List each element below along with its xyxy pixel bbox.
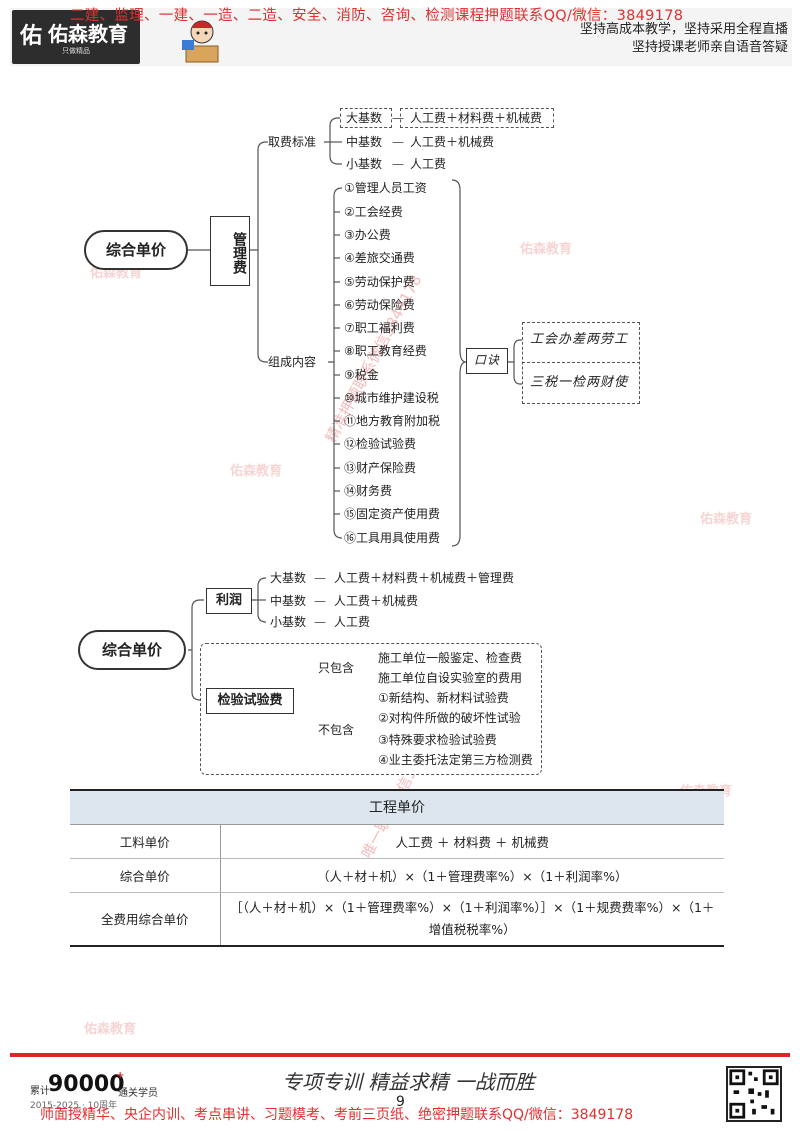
list-item: ④业主委托法定第三方检测费 bbox=[378, 753, 533, 767]
profit-label-small: 小基数 bbox=[270, 615, 307, 629]
brand-logo bbox=[12, 10, 140, 64]
list-item: ⑬财产保险费 bbox=[344, 461, 417, 475]
header-bar bbox=[10, 8, 792, 66]
years-badge: 2015-2025 · 10周年 bbox=[30, 1101, 118, 1111]
table-title: 工程单价 bbox=[70, 789, 724, 825]
dashed-frame bbox=[340, 108, 392, 128]
profit-label-medium: 中基数 bbox=[270, 594, 307, 608]
profit-formula-small: 人工费 bbox=[334, 615, 371, 629]
mnemonic-line-2: 三税一检两财使 bbox=[530, 375, 629, 390]
watermark-logo: 佑森教育 bbox=[520, 242, 573, 257]
watermark-logo: 佑森教育 bbox=[700, 512, 753, 527]
list-item: ⑥劳动保险费 bbox=[344, 298, 415, 312]
mnemonic-frame bbox=[522, 322, 640, 404]
dashed-frame bbox=[400, 108, 554, 128]
profit-formula-large: 人工费＋材料费＋机械费＋管理费 bbox=[334, 571, 515, 585]
profit-label-large: 大基数 bbox=[270, 571, 307, 585]
list-item: ①新结构、新材料试验费 bbox=[378, 691, 509, 705]
standard-label-large: 大基数 bbox=[346, 111, 383, 125]
exclude-label: 不包含 bbox=[318, 723, 355, 737]
list-item: 施工单位自设实验室的费用 bbox=[378, 671, 523, 685]
dash-connector: — bbox=[392, 135, 404, 149]
standard-formula-large: 人工费＋材料费＋机械费 bbox=[410, 111, 543, 125]
row-formula: （人＋材＋机）×（1＋管理费率%）×（1＋利润率%） bbox=[220, 858, 724, 893]
standard-formula-medium: 人工费＋机械费 bbox=[410, 135, 495, 149]
promo-banner-top: 二建、监理、一建、一造、二造、安全、消防、咨询、检测课程押题联系QQ/微信：38… bbox=[70, 8, 684, 24]
profit-node: 利润 bbox=[206, 588, 252, 614]
list-item: ②工会经费 bbox=[344, 205, 403, 219]
count-suffix: + bbox=[116, 1070, 125, 1081]
dash-connector: — bbox=[392, 157, 404, 171]
map2-root: 综合单价 bbox=[78, 630, 186, 670]
list-item: ⑮固定资产使用费 bbox=[344, 507, 441, 521]
count-label: 累计 bbox=[30, 1086, 50, 1097]
list-item: ⑫检验试验费 bbox=[344, 437, 417, 451]
list-item: ④差旅交通费 bbox=[344, 251, 415, 265]
list-item: ②对构件所做的破坏性试验 bbox=[378, 711, 521, 725]
mnemonic-line-1: 工会办差两劳工 bbox=[530, 332, 629, 347]
page-number: 9 bbox=[396, 1094, 405, 1110]
row-formula: 人工费 ＋ 材料费 ＋ 机械费 bbox=[220, 824, 724, 859]
header-slogan-2: 坚持授课老师亲自语音答疑 bbox=[631, 40, 788, 55]
footer-rule bbox=[10, 1053, 790, 1057]
row-formula: ［（人＋材＋机）×（1＋管理费率%）×（1＋利润率%）］×（1＋规费费率%）×（… bbox=[220, 892, 724, 947]
watermark-logo: 佑森教育 bbox=[230, 464, 283, 479]
row-name: 全费用综合单价 bbox=[70, 892, 221, 947]
dash-connector: — bbox=[314, 571, 326, 585]
table-row: 工料单价 人工费 ＋ 材料费 ＋ 机械费 bbox=[70, 824, 724, 859]
content-label: 组成内容 bbox=[268, 355, 317, 369]
list-item: ⑧职工教育经费 bbox=[344, 344, 427, 358]
standard-label-small: 小基数 bbox=[346, 157, 383, 171]
list-item: ⑭财务费 bbox=[344, 484, 393, 498]
list-item: 施工单位一般鉴定、检查费 bbox=[378, 651, 523, 665]
mnemonic-label: 口诀 bbox=[466, 348, 508, 374]
list-item: ①管理人员工资 bbox=[344, 181, 427, 195]
list-item: ⑨税金 bbox=[344, 368, 379, 382]
unit-price-table: 工程单价 工料单价 人工费 ＋ 材料费 ＋ 机械费 综合单价 （人＋材＋机）×（… bbox=[70, 789, 724, 947]
dash-connector: — bbox=[392, 111, 404, 125]
map1-root: 综合单价 bbox=[84, 230, 188, 270]
mascot-icon bbox=[182, 20, 219, 63]
standard-label-medium: 中基数 bbox=[346, 135, 383, 149]
student-count: 90000 bbox=[48, 1072, 125, 1097]
dash-connector: — bbox=[314, 615, 326, 629]
promo-banner-bottom: 师面授精华、央企内训、考点串讲、习题模考、考前三页纸、绝密押题联系QQ/微信：3… bbox=[40, 1107, 634, 1123]
list-item: ③特殊要求检验试验费 bbox=[378, 733, 497, 747]
dash-connector: — bbox=[314, 594, 326, 608]
list-item: ⑪地方教育附加税 bbox=[344, 414, 441, 428]
table-row: 全费用综合单价 ［（人＋材＋机）×（1＋管理费率%）×（1＋利润率%）］×（1＋… bbox=[70, 892, 724, 947]
list-item: ③办公费 bbox=[344, 228, 391, 242]
map1-branch-management: 管理费 bbox=[210, 216, 250, 286]
watermark-logo: 佑森教育 bbox=[84, 1022, 137, 1037]
include-label: 只包含 bbox=[318, 661, 355, 675]
standard-formula-small: 人工费 bbox=[410, 157, 447, 171]
logo-seal-icon: 佑 bbox=[19, 23, 42, 49]
logo-name: 佑森教育 bbox=[48, 22, 128, 46]
test-fee-node: 检验试验费 bbox=[206, 688, 294, 714]
row-name: 综合单价 bbox=[70, 858, 221, 893]
handwritten-slogan: 专项专训 精益求精 一战而胜 bbox=[282, 1070, 535, 1094]
qr-code-icon bbox=[726, 1066, 782, 1122]
count-sub: 通关学员 bbox=[118, 1088, 158, 1099]
list-item: ⑩城市维护建设税 bbox=[344, 391, 439, 405]
mnemonic-divider bbox=[522, 362, 640, 363]
list-item: ⑦职工福利费 bbox=[344, 321, 415, 335]
standard-label: 取费标准 bbox=[268, 135, 317, 149]
logo-slogan: 只做精品 bbox=[62, 47, 90, 55]
row-name: 工料单价 bbox=[70, 824, 221, 859]
table-row: 综合单价 （人＋材＋机）×（1＋管理费率%）×（1＋利润率%） bbox=[70, 858, 724, 893]
list-item: ⑯工具用具使用费 bbox=[344, 531, 441, 545]
list-item: ⑤劳动保护费 bbox=[344, 275, 415, 289]
header-slogan-1: 坚持高成本教学，坚持采用全程直播 bbox=[579, 22, 788, 37]
profit-formula-medium: 人工费＋机械费 bbox=[334, 594, 419, 608]
